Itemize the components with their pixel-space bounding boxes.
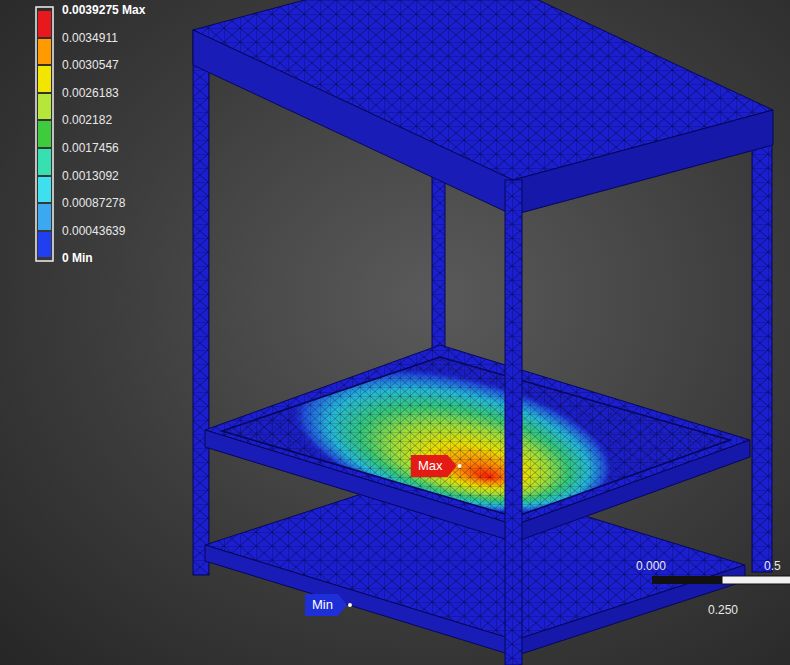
legend-label: 0.00043639 [62,224,125,238]
legend-swatch [38,94,51,120]
legend-swatch [38,39,51,65]
legend-label: 0.002182 [62,113,112,127]
contour-mesh [222,357,730,517]
scale-label: 0.000 [636,559,666,573]
legend-swatch [38,204,51,230]
frame [193,0,773,656]
legend-swatch [38,121,51,147]
flag-text: Min [312,597,333,612]
scale-segment [652,576,722,584]
legend-label: 0.0017456 [62,141,119,155]
top-plate-edge [193,30,513,215]
legend-swatch [38,232,51,258]
legend-swatch [38,11,51,37]
flag-text: Max [418,458,443,473]
scale-label: 0.250 [708,603,738,617]
middle-shelf [205,345,750,525]
scale-bar [652,576,790,584]
legend-label: 0.0034911 [62,31,118,45]
right-post [752,110,772,572]
shelf-rim [222,357,730,517]
bottom-shelf-edge [205,545,515,656]
legend-swatch [38,149,51,175]
deformation-contour [222,341,730,539]
legend-frame [36,7,53,261]
legend-label: 0.0013092 [62,169,119,183]
scale-segment [722,576,790,584]
scale-label: 0.5 [764,559,781,573]
front-post [505,180,522,665]
top-plate-edge [513,110,773,215]
legend-swatch [38,177,51,203]
legend-label: 0.00087278 [62,196,125,210]
legend-label: 0.0039275 Max [62,3,145,17]
legend-swatch [38,66,51,92]
probe-point [348,603,352,607]
legend-label: 0.0026183 [62,86,119,100]
result-probe-flag: Max [411,455,457,477]
legend-label: 0.0030547 [62,58,119,72]
bottom-shelf-edge [515,565,745,656]
probe-point [458,464,462,468]
legend-label: 0 Min [62,251,93,265]
left-post [193,30,209,575]
